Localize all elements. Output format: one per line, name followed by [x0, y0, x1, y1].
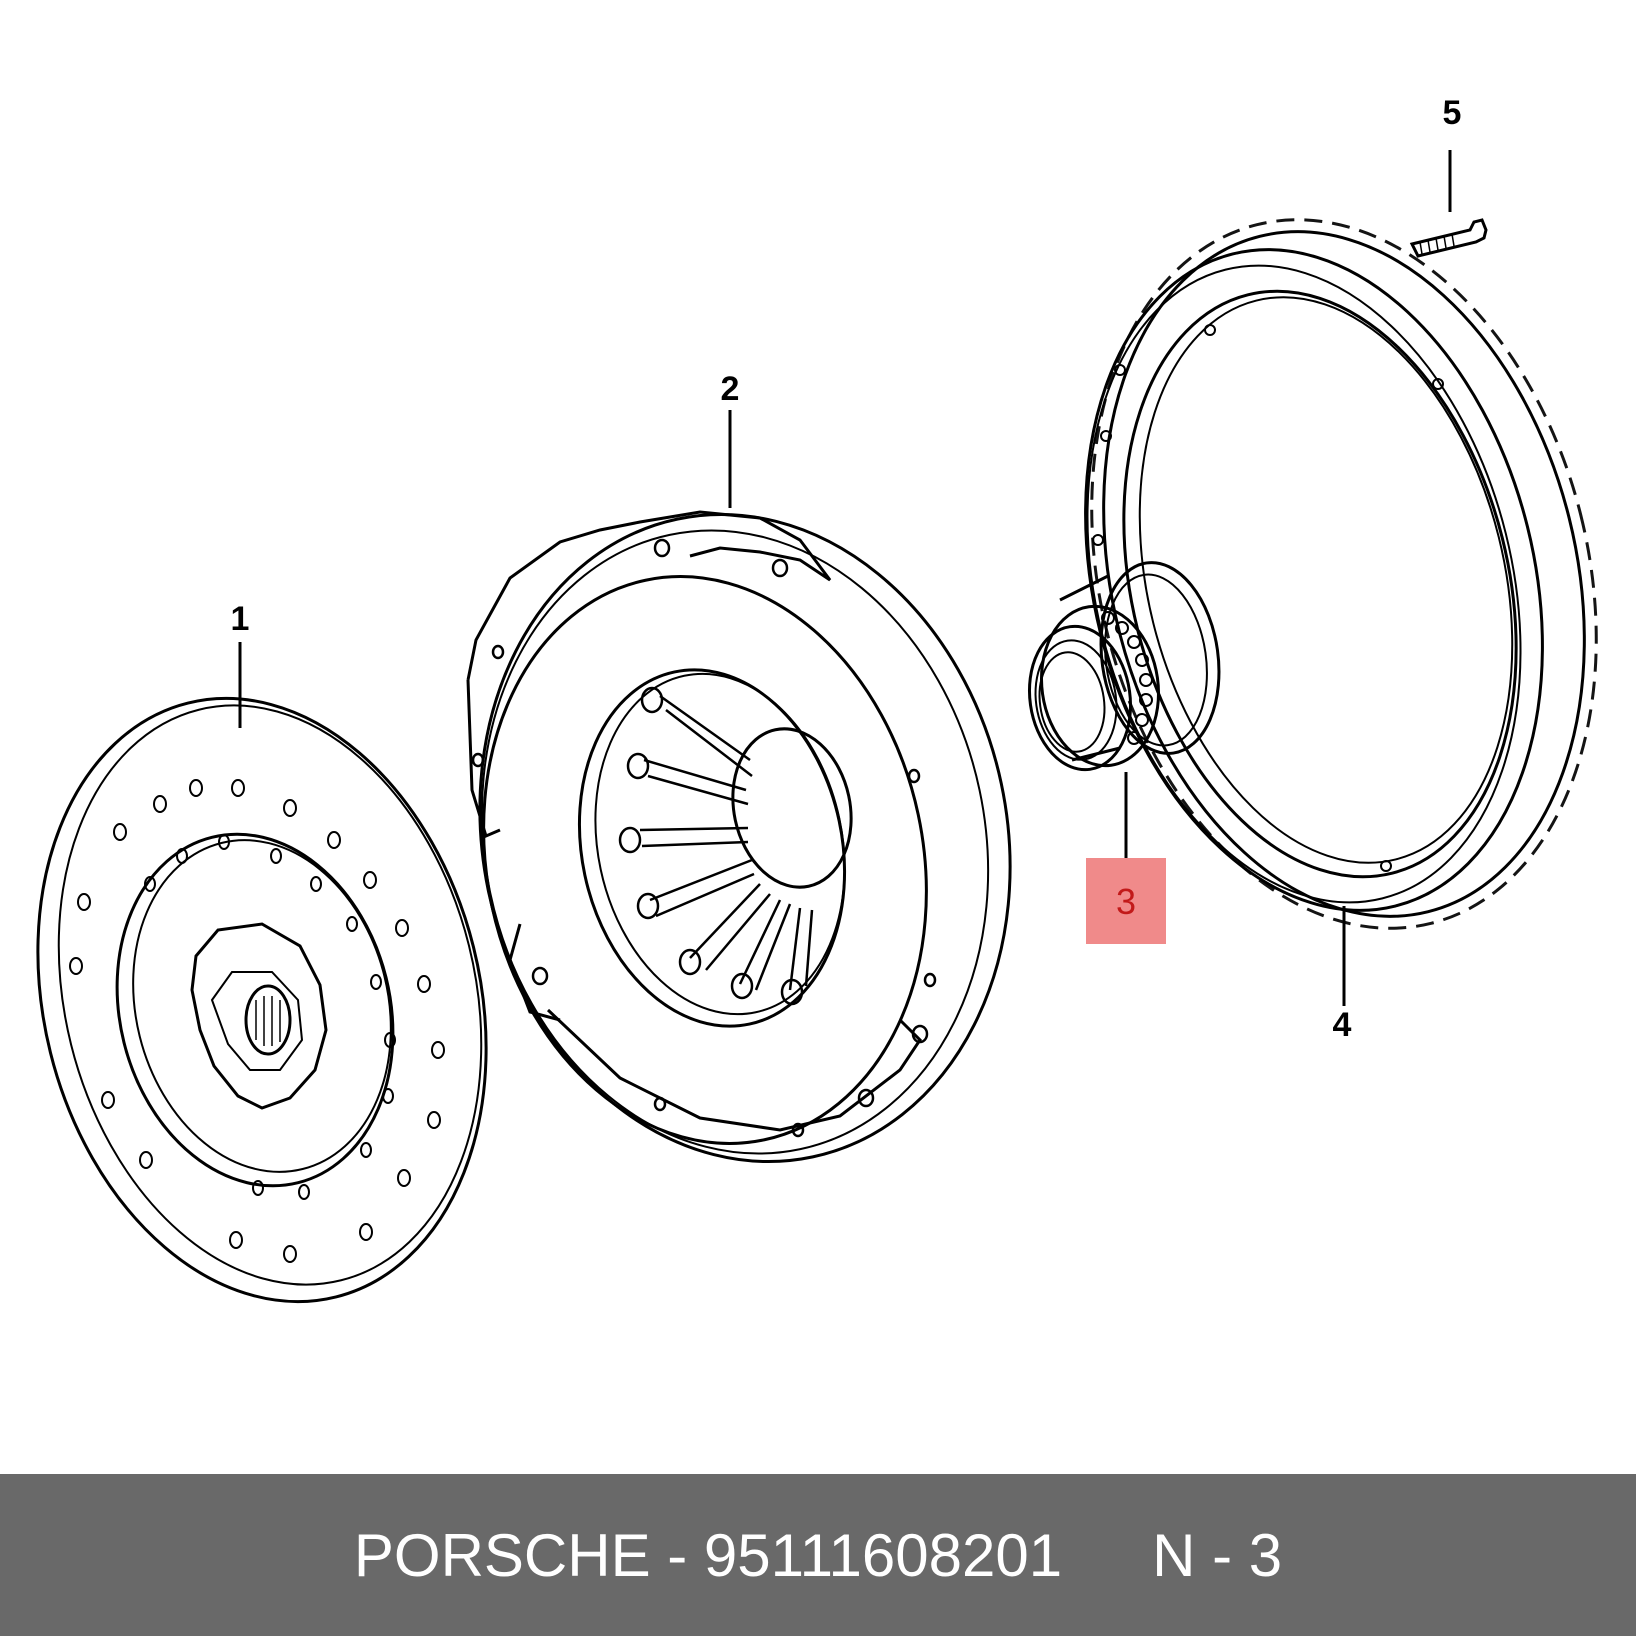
pressure-plate-part-2 — [466, 410, 1012, 1163]
flywheel-part-4 — [1084, 218, 1598, 1006]
part-number: 95111608201 — [703, 1521, 1063, 1589]
callout-4-label: 4 — [1333, 1006, 1352, 1044]
callout-2-label: 2 — [721, 370, 740, 408]
exploded-parts-diagram: 1 2 3 4 5 — [36, 94, 1598, 1304]
callout-3-label: 3 — [1116, 881, 1136, 922]
brand-separator: - — [667, 1521, 688, 1589]
callout-5-label: 5 — [1443, 94, 1462, 132]
callout-1-label: 1 — [231, 600, 250, 638]
clutch-disc-part-1 — [36, 642, 488, 1304]
brand-name: PORSCHE — [353, 1521, 651, 1589]
bolt-part-5 — [1409, 150, 1488, 258]
callout-3-highlight — [1086, 858, 1166, 944]
position-label: N - 3 — [1152, 1521, 1283, 1589]
part-info-footer: PORSCHE - 95111608201 N - 3 — [0, 1474, 1636, 1636]
